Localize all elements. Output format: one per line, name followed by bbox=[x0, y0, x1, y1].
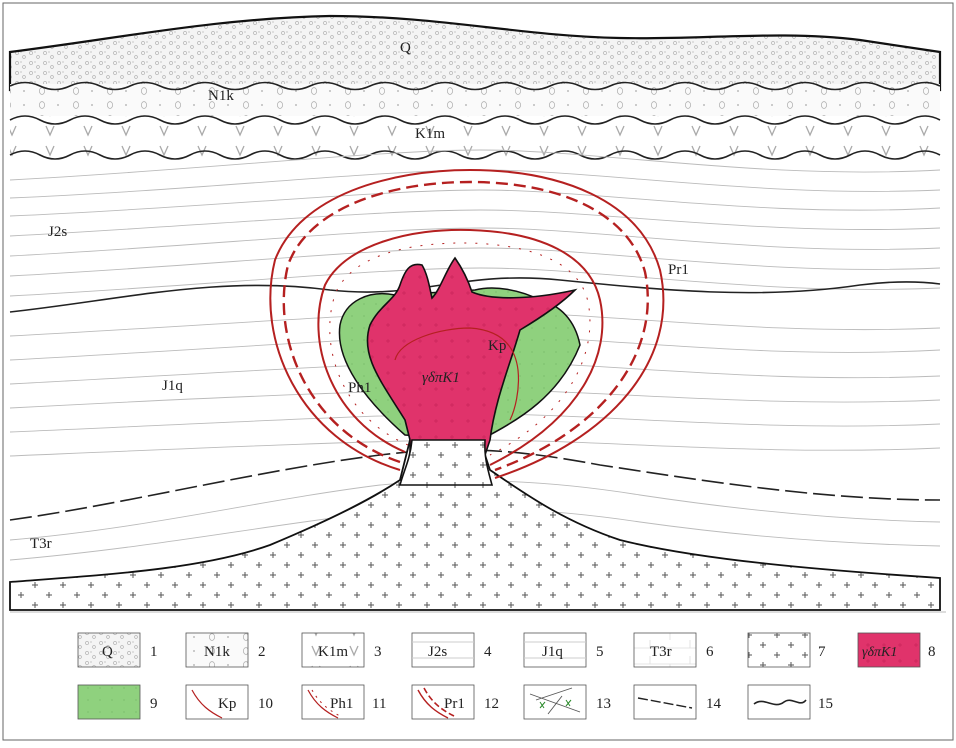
unconformity-1 bbox=[9, 81, 941, 91]
legend-item-7: 7 bbox=[747, 632, 826, 668]
label-j1q: J1q bbox=[162, 378, 183, 394]
legend-item-13: 13 bbox=[523, 684, 611, 720]
svg-text:1: 1 bbox=[150, 644, 158, 660]
unconformity-3 bbox=[9, 150, 941, 160]
svg-text:T3r: T3r bbox=[650, 644, 672, 660]
legend-item-12: Pr1 12 bbox=[411, 684, 499, 720]
svg-text:K1m: K1m bbox=[318, 644, 348, 660]
svg-text:γδπK1: γδπK1 bbox=[862, 645, 897, 660]
label-ph1: Ph1 bbox=[348, 380, 371, 396]
halo-kp bbox=[394, 327, 520, 421]
intrusion-body bbox=[366, 256, 578, 471]
svg-text:13: 13 bbox=[596, 696, 611, 712]
svg-text:4: 4 bbox=[484, 644, 492, 660]
label-pr1: Pr1 bbox=[668, 262, 689, 278]
halo-ph1 bbox=[317, 228, 604, 466]
legend-item-10: Kp 10 bbox=[185, 684, 273, 720]
label-j2s: J2s bbox=[48, 224, 67, 240]
label-t3r: T3r bbox=[30, 536, 52, 552]
label-intrusion: γδπK1 bbox=[422, 370, 460, 386]
halo-pr1-dashed bbox=[282, 180, 649, 472]
svg-text:6: 6 bbox=[706, 644, 714, 660]
svg-text:8: 8 bbox=[928, 644, 936, 660]
cross-section-panel: Q N1k K1m J2s J1q T3r Pr1 Ph1 Kp γδπK1 bbox=[8, 10, 942, 611]
legend-item-8: γδπK1 8 bbox=[857, 632, 936, 668]
svg-text:14: 14 bbox=[706, 696, 722, 712]
legend-item-4: J2s 4 bbox=[411, 632, 492, 668]
legend-item-3: K1m 3 bbox=[301, 632, 382, 668]
legend: Q 1 N1k 2 K1m 3 J2s 4 J1q 5 T3r 6 bbox=[77, 632, 936, 720]
svg-text:9: 9 bbox=[150, 696, 158, 712]
halo-pr1-outer bbox=[269, 168, 665, 479]
label-k1m: K1m bbox=[415, 126, 445, 142]
label-q: Q bbox=[400, 40, 411, 56]
unit-q bbox=[8, 14, 942, 92]
unconformity-2 bbox=[9, 115, 941, 125]
legend-item-9: 9 bbox=[77, 684, 158, 720]
legend-item-1: Q 1 bbox=[77, 632, 158, 668]
svg-text:Q: Q bbox=[102, 644, 113, 660]
svg-text:Ph1: Ph1 bbox=[330, 696, 353, 712]
svg-text:11: 11 bbox=[372, 696, 386, 712]
svg-text:3: 3 bbox=[374, 644, 382, 660]
legend-item-6: T3r 6 bbox=[633, 632, 714, 668]
legend-item-2: N1k 2 bbox=[185, 632, 266, 668]
svg-text:2: 2 bbox=[258, 644, 266, 660]
svg-text:Kp: Kp bbox=[218, 696, 236, 712]
svg-text:15: 15 bbox=[818, 696, 833, 712]
feeder-stock bbox=[398, 439, 494, 486]
label-kp: Kp bbox=[488, 338, 506, 354]
svg-text:Pr1: Pr1 bbox=[444, 696, 465, 712]
svg-text:J1q: J1q bbox=[542, 644, 563, 660]
legend-item-15: 15 bbox=[747, 684, 833, 720]
svg-text:10: 10 bbox=[258, 696, 273, 712]
svg-text:J2s: J2s bbox=[428, 644, 447, 660]
svg-text:12: 12 bbox=[484, 696, 499, 712]
svg-text:7: 7 bbox=[818, 644, 826, 660]
legend-item-14: 14 bbox=[633, 684, 722, 720]
svg-text:N1k: N1k bbox=[204, 644, 230, 660]
unit-granite-basement bbox=[9, 439, 941, 611]
label-n1k: N1k bbox=[208, 88, 234, 104]
svg-text:5: 5 bbox=[596, 644, 604, 660]
legend-item-11: Ph1 11 bbox=[301, 684, 386, 720]
legend-item-5: J1q 5 bbox=[523, 632, 604, 668]
boundary-j2s-j1q bbox=[9, 277, 941, 313]
